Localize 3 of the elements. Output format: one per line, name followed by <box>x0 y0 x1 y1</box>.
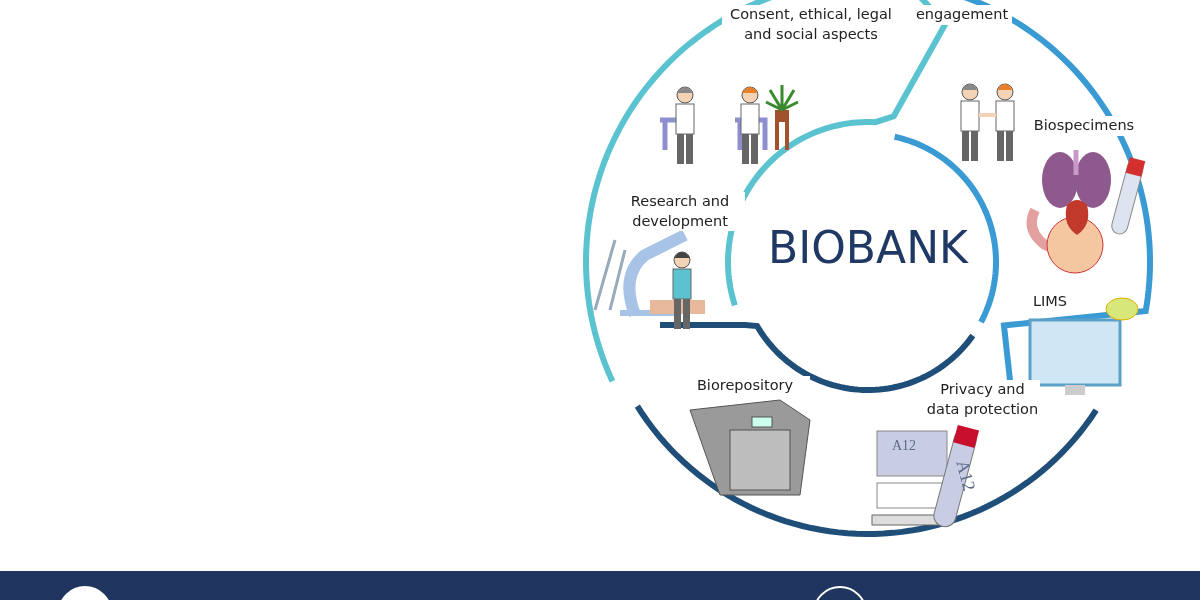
section-label: Privacy and data protection <box>925 380 1040 420</box>
specimen-code: A12 <box>892 438 917 454</box>
specimen-code: A12 <box>951 457 980 494</box>
